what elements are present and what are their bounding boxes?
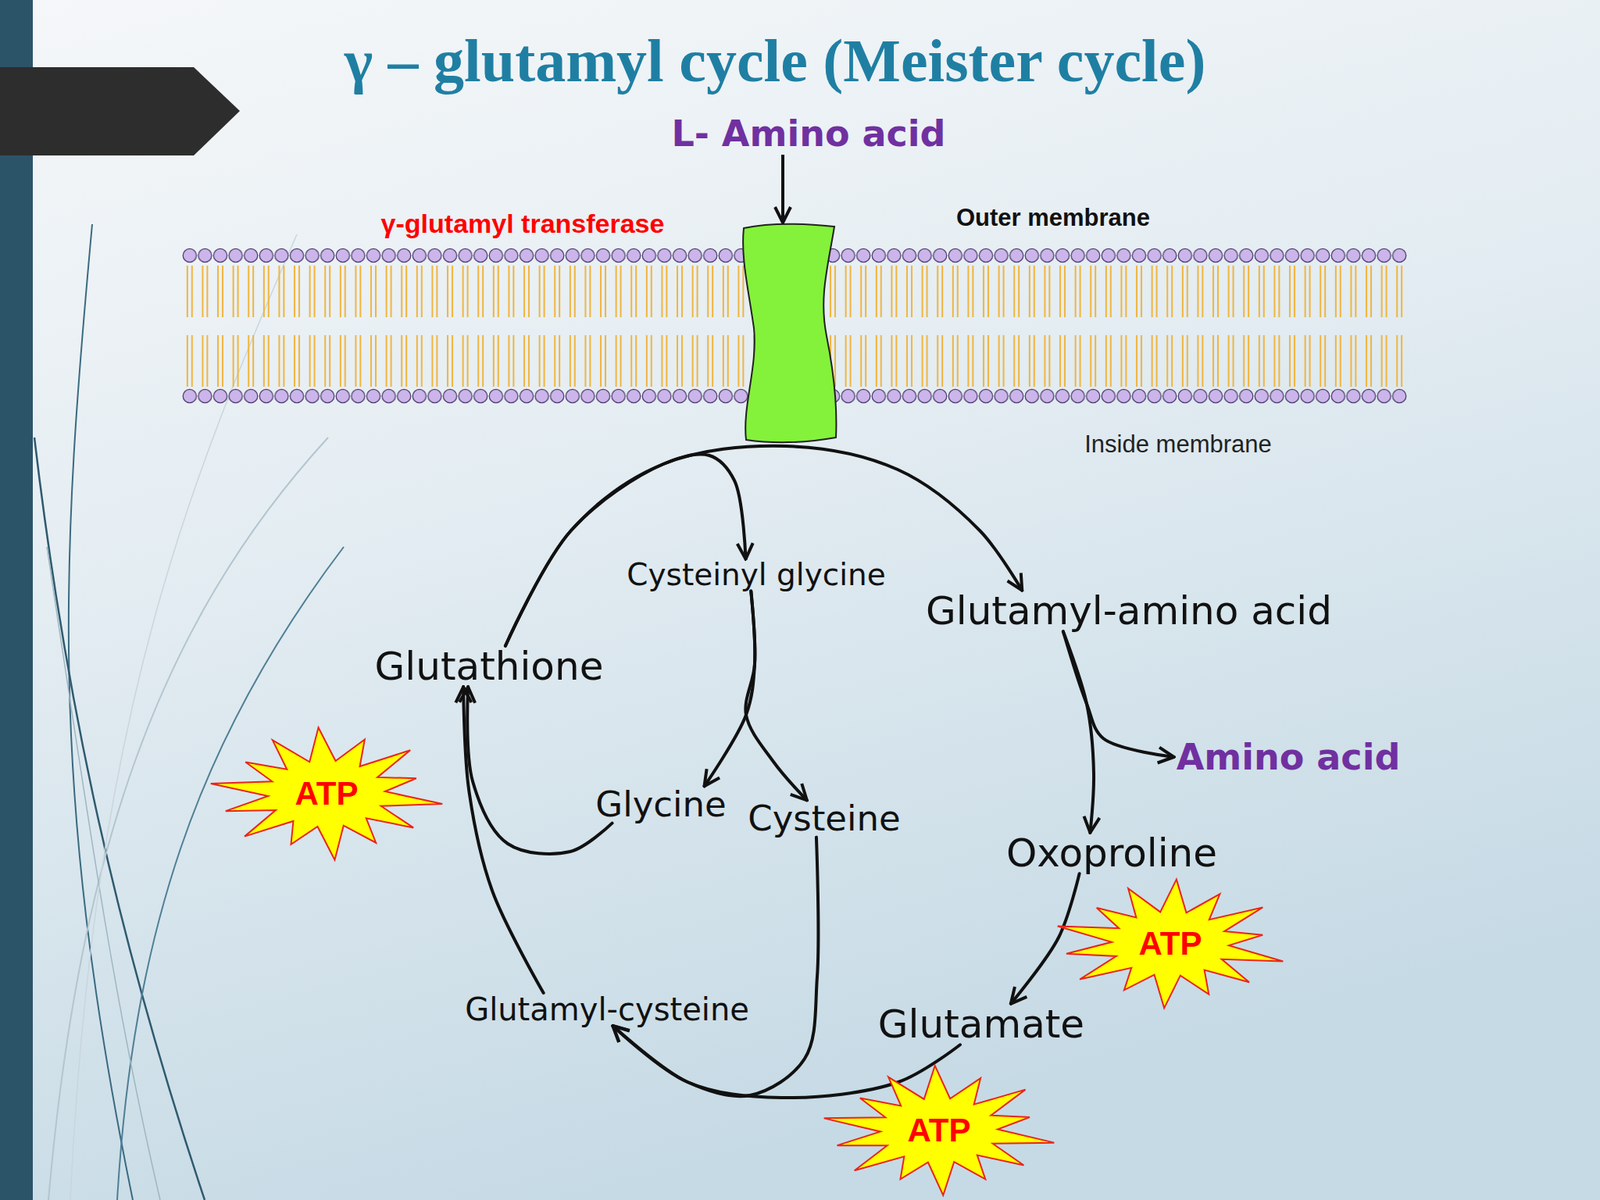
decor-curve bbox=[117, 546, 344, 1200]
reaction-arrow bbox=[704, 590, 756, 786]
metabolite-node: Glycine bbox=[592, 785, 729, 823]
metabolite-node: Glutamate bbox=[875, 1003, 1087, 1046]
substrate-label: L- Amino acid bbox=[671, 114, 946, 154]
reaction-arrow bbox=[1010, 873, 1080, 1004]
metabolite-node: Glutamyl-cysteine bbox=[462, 992, 752, 1026]
reaction-arrow bbox=[745, 590, 807, 800]
reaction-arrow bbox=[612, 837, 818, 1097]
entry-arrow bbox=[781, 154, 785, 223]
title-banner bbox=[0, 67, 240, 156]
metabolite-node: Glutathione bbox=[372, 646, 607, 688]
atp-starburst: ATP bbox=[209, 727, 444, 861]
reaction-arrow bbox=[1063, 631, 1094, 833]
metabolite-name: Cysteinyl glycine bbox=[626, 559, 886, 592]
membrane-label: Outer membrane bbox=[956, 204, 1150, 232]
decor-curve bbox=[34, 437, 205, 1200]
metabolite-name: Amino acid bbox=[1176, 738, 1401, 776]
energy-label: ATP bbox=[295, 776, 359, 811]
starburst-outline bbox=[1050, 875, 1291, 1011]
metabolite-node: Amino acid bbox=[1174, 738, 1404, 776]
metabolite-name: Glutamyl-amino acid bbox=[925, 590, 1333, 633]
metabolite-node: Cysteine bbox=[745, 800, 904, 837]
transporter-protein bbox=[742, 224, 836, 443]
side-bar bbox=[0, 0, 33, 1200]
enzyme-label: γ-glutamyl transferase bbox=[381, 209, 665, 239]
slide-title: γ – glutamyl cycle (Meister cycle) bbox=[344, 25, 1207, 97]
atp-starburst: ATP bbox=[821, 1065, 1057, 1196]
metabolite-name: Cysteine bbox=[747, 800, 901, 837]
reaction-arrow bbox=[463, 686, 544, 993]
reaction-arrow bbox=[1063, 631, 1175, 758]
metabolite-node: Cysteinyl glycine bbox=[624, 559, 888, 592]
decor-curve bbox=[68, 224, 133, 1200]
starburst-outline bbox=[821, 1063, 1058, 1198]
metabolite-name: Glutathione bbox=[375, 646, 604, 688]
energy-label: ATP bbox=[907, 1113, 972, 1148]
metabolite-name: Oxoproline bbox=[1006, 832, 1218, 875]
metabolite-name: Glutamyl-cysteine bbox=[464, 992, 750, 1026]
metabolite-node: Glutamyl-amino acid bbox=[923, 590, 1335, 633]
metabolite-name: Glycine bbox=[595, 785, 726, 823]
membrane-label: Inside membrane bbox=[1084, 431, 1272, 458]
atp-starburst: ATP bbox=[1053, 879, 1288, 1009]
reaction-arrow bbox=[467, 686, 612, 854]
metabolite-node: Oxoproline bbox=[1003, 832, 1220, 875]
metabolite-name: Glutamate bbox=[878, 1003, 1085, 1046]
decor-curve bbox=[46, 546, 161, 1200]
starburst-outline bbox=[204, 722, 450, 865]
energy-label: ATP bbox=[1139, 926, 1203, 961]
